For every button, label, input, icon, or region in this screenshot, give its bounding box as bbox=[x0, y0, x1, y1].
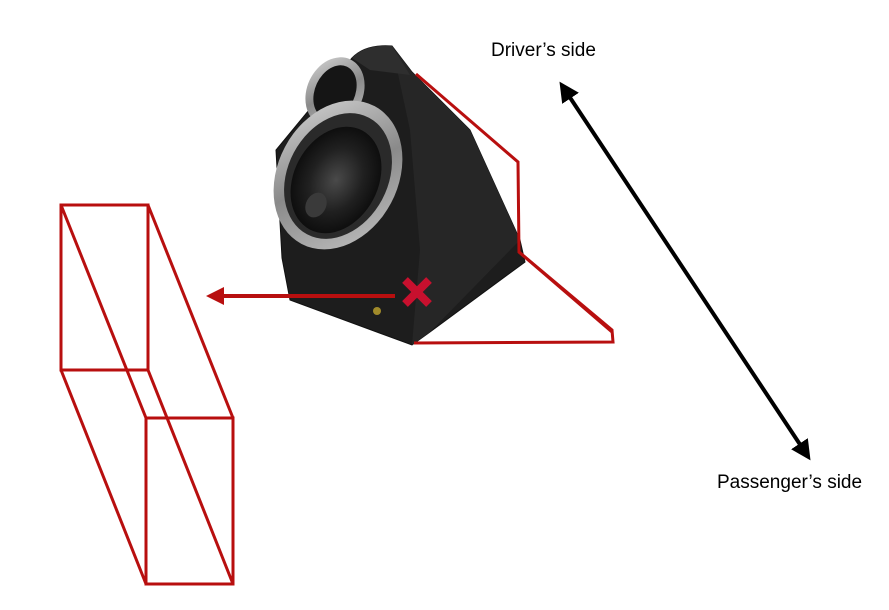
terminal-jack bbox=[373, 307, 381, 315]
enclosure-outline-diagonal bbox=[518, 250, 613, 334]
passenger-side-label: Passenger’s side bbox=[717, 472, 863, 493]
x-mark-icon bbox=[402, 277, 432, 307]
enclosure-side-panel bbox=[392, 46, 520, 345]
subwoofer-enclosure bbox=[273, 45, 526, 346]
target-location-box bbox=[59, 203, 235, 586]
left-arrow-icon bbox=[206, 287, 395, 305]
enclosure-top bbox=[352, 45, 410, 75]
driver-side-label: Driver’s side bbox=[491, 40, 596, 61]
double-headed-arrow-icon bbox=[559, 81, 811, 461]
front-speaker bbox=[273, 100, 403, 250]
